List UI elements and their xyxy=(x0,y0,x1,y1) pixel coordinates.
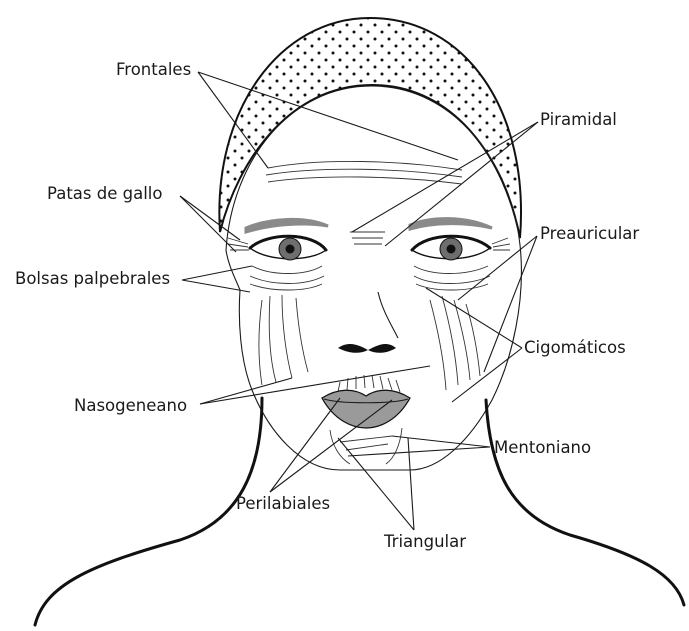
label-bolsas-palpebrales: Bolsas palpebrales xyxy=(15,271,170,288)
forehead-wrinkles xyxy=(266,161,462,184)
piramidal-wrinkles xyxy=(350,232,385,244)
label-piramidal: Piramidal xyxy=(540,112,617,129)
left-shoulder xyxy=(35,398,262,625)
label-frontales: Frontales xyxy=(116,62,191,79)
nose xyxy=(378,292,398,338)
nostrils xyxy=(338,344,396,353)
left-eyebrow xyxy=(246,219,328,232)
lips xyxy=(322,390,410,428)
perilabial-wrinkles xyxy=(338,375,400,392)
dotted-cap xyxy=(219,18,521,238)
label-nasogeneano: Nasogeneano xyxy=(74,398,187,415)
label-mentoniano: Mentoniano xyxy=(494,440,591,457)
right-shoulder xyxy=(486,400,684,605)
right-eye xyxy=(412,236,490,260)
under-eye-bags xyxy=(250,266,490,290)
label-cigomaticos: Cigomáticos xyxy=(524,340,626,357)
label-perilabiales: Perilabiales xyxy=(236,496,330,513)
left-eye xyxy=(250,236,326,260)
right-eyebrow xyxy=(410,219,492,229)
label-triangular: Triangular xyxy=(384,534,466,551)
label-patas-de-gallo: Patas de gallo xyxy=(47,186,162,203)
chin-wrinkles xyxy=(330,428,402,464)
label-preauricular: Preauricular xyxy=(540,226,639,243)
